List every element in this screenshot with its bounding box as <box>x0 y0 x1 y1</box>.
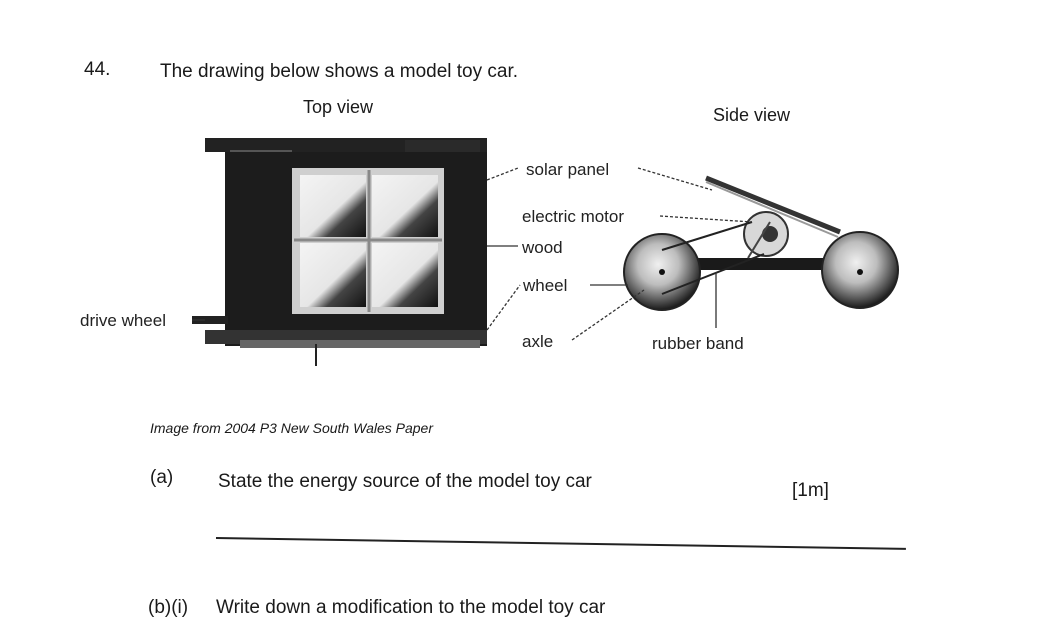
question-stem: The drawing below shows a model toy car. <box>160 61 519 82</box>
label-wood: wood <box>521 238 563 257</box>
side-view-title: Side view <box>713 105 791 125</box>
question-number: 44. <box>84 59 111 80</box>
part-b-question: Write down a modification to the model t… <box>216 597 606 618</box>
label-solar-panel: solar panel <box>526 160 609 179</box>
label-axle: axle <box>522 332 553 351</box>
label-drive-wheel: drive wheel <box>80 311 166 330</box>
top-view-title: Top view <box>303 97 374 117</box>
part-a-question: State the energy source of the model toy… <box>218 471 592 492</box>
part-a-label: (a) <box>150 467 174 488</box>
side-view-leaders <box>571 167 753 341</box>
image-credit: Image from 2004 P3 New South Wales Paper <box>150 420 434 436</box>
side-view-car <box>623 175 899 311</box>
label-rubber-band: rubber band <box>652 334 744 353</box>
label-electric-motor: electric motor <box>522 207 624 226</box>
label-wheel: wheel <box>522 276 567 295</box>
top-view-leaders <box>192 167 521 331</box>
top-view-car <box>192 138 487 366</box>
part-b-label: (b)(i) <box>148 597 189 618</box>
part-a-marks: [1m] <box>792 480 829 501</box>
